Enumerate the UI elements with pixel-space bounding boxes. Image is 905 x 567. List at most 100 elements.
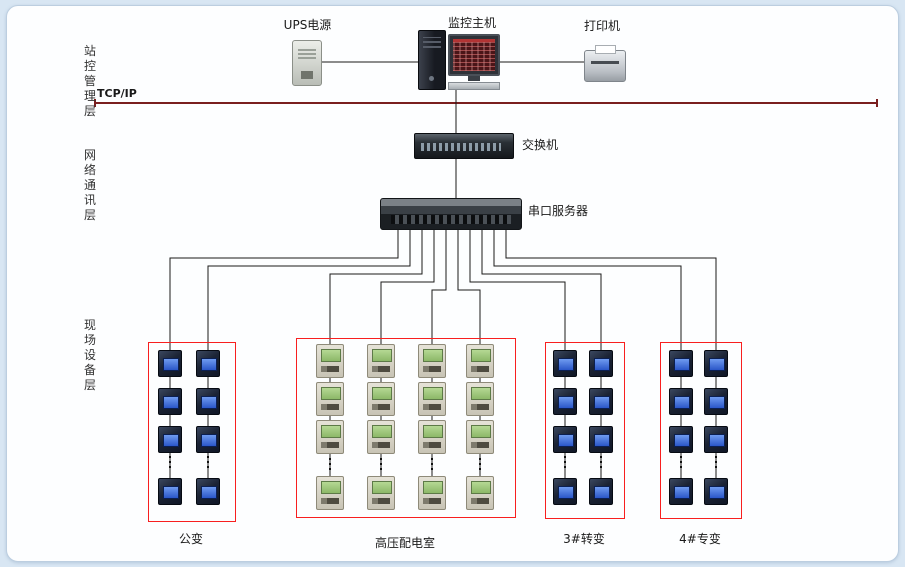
serial-to-column-line [169,228,399,500]
ups-label: UPS电源 [283,18,332,32]
monitor-stand [468,76,480,81]
meter-dark [589,478,613,505]
meter-light [466,382,494,416]
meter-screen [163,396,179,409]
meter-screen [471,387,491,400]
panel-background [6,5,899,562]
group-box-3-zhuanbian [545,342,625,519]
layer-label-station: 站控管理层 [83,44,96,118]
meter-screen [709,396,725,409]
meter-screen [372,481,392,494]
printer-device [584,45,626,82]
ellipsis-dots [715,456,717,458]
meter-screen [709,486,725,499]
meter-screen [594,358,610,371]
meter-screen [423,481,443,494]
meter-screen [471,425,491,438]
meter-light [418,420,446,454]
meter-light [466,344,494,378]
meter-screen [321,349,341,362]
meter-dark [589,426,613,453]
serial-to-column-line [505,228,717,500]
meter-dark [704,350,728,377]
ellipsis-dots [380,458,382,460]
meter-dark [669,388,693,415]
meter-dark [196,426,220,453]
meter-screen [372,425,392,438]
host-tower [418,30,446,90]
meter-dark [196,388,220,415]
meter-screen [471,349,491,362]
group-label-gongbian: 公变 [178,532,203,546]
meter-screen [709,358,725,371]
layer-label-network: 网络通讯层 [83,148,96,222]
meter-screen [201,358,217,371]
group-box-gaoya [296,338,516,518]
meter-screen [674,434,690,447]
meter-screen [423,387,443,400]
serial-to-column-line [481,228,602,500]
host-monitor [448,34,500,76]
printer-label: 打印机 [583,19,620,33]
meter-dark [553,426,577,453]
group-box-gongbian [148,342,236,522]
meter-screen [594,486,610,499]
meter-screen [321,425,341,438]
meter-dark [704,478,728,505]
host-keyboard [448,82,500,90]
meter-light [367,344,395,378]
meter-dark [553,388,577,415]
serial-to-column-line [493,228,682,500]
ellipsis-dots [479,458,481,460]
meter-dark [704,388,728,415]
meter-light [316,344,344,378]
meter-screen [471,481,491,494]
meter-screen [674,486,690,499]
meter-screen [163,358,179,371]
meter-screen [201,434,217,447]
meter-dark [589,350,613,377]
switch-device [414,133,514,159]
meter-screen [558,434,574,447]
ellipsis-dots [564,456,566,458]
meter-dark [553,478,577,505]
meter-light [367,382,395,416]
ellipsis-dots [680,456,682,458]
group-label-gaoya: 高压配电室 [374,536,435,550]
meter-light [418,344,446,378]
serial-to-column-line [207,228,411,500]
ellipsis-dots [207,456,209,458]
meter-screen [372,349,392,362]
meter-dark [669,350,693,377]
meter-screen [163,486,179,499]
meter-dark [669,478,693,505]
meter-screen [709,434,725,447]
meter-dark [669,426,693,453]
meter-screen [372,387,392,400]
serial-server-label: 串口服务器 [528,204,589,218]
tcpip-label: TCP/IP [97,87,137,100]
meter-light [466,420,494,454]
meter-dark [589,388,613,415]
meter-light [316,382,344,416]
meter-light [316,476,344,510]
ellipsis-dots [329,458,331,460]
meter-screen [558,486,574,499]
group-label-3-zhuanbian: 3#转变 [563,532,605,546]
meter-dark [158,350,182,377]
meter-light [367,476,395,510]
meter-screen [321,387,341,400]
serial-server-device [380,198,522,230]
meter-screen [423,349,443,362]
group-label-4-zhuanbian: 4#专变 [679,532,721,546]
host-label: 监控主机 [447,16,496,30]
layer-label-field: 现场设备层 [83,318,96,392]
switch-label: 交换机 [522,138,559,152]
meter-dark [158,388,182,415]
meter-screen [674,396,690,409]
ellipsis-dots [431,458,433,460]
meter-light [418,382,446,416]
monitor-screen [453,39,495,71]
